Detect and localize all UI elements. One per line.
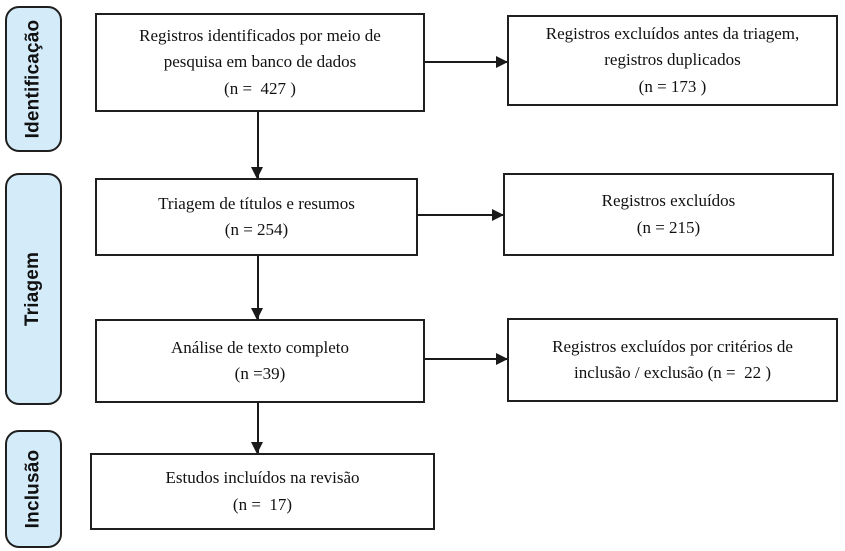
stage-inclusion-label: Inclusão	[22, 449, 44, 529]
box-records-identified-count: (n = 427 )	[224, 78, 296, 98]
box-excluded-duplicates-count: (n = 173 )	[638, 76, 707, 96]
box-studies-included-text: Estudos incluídos na revisão	[165, 468, 360, 488]
stage-identification-label: Identificação	[22, 19, 44, 139]
box-excluded-criteria-text: Registros excluídos por critérios de	[552, 336, 793, 356]
box-excluded-duplicates-text: Registros excluídos antes da triagem,	[545, 23, 800, 43]
stage-inclusion: Inclusão	[5, 430, 62, 548]
box-studies-included: Estudos incluídos na revisão (n = 17)	[90, 453, 435, 530]
arrow-fulltext-to-excluded-criteria	[425, 353, 508, 365]
box-records-excluded-count: (n = 215)	[636, 217, 701, 237]
stage-identification: Identificação	[5, 6, 62, 152]
box-excluded-duplicates-text: registros duplicados	[604, 50, 741, 70]
box-excluded-criteria: Registros excluídos por critérios de inc…	[507, 318, 838, 402]
box-records-excluded-text: Registros excluídos	[601, 191, 736, 211]
box-fulltext-analysis-text: Análise de texto completo	[171, 337, 349, 357]
box-fulltext-analysis-count: (n =39)	[234, 364, 286, 383]
arrow-screening-to-fulltext	[251, 256, 263, 320]
box-excluded-duplicates: Registros excluídos antes da triagem, re…	[507, 15, 838, 106]
arrow-screening-to-records-excluded	[418, 209, 504, 221]
box-fulltext-analysis: Análise de texto completo (n =39)	[95, 319, 425, 403]
box-title-abstract-screening: Triagem de títulos e resumos (n = 254)	[95, 178, 418, 256]
box-records-identified-text: pesquisa em banco de dados	[163, 52, 357, 72]
box-studies-included-count: (n = 17)	[232, 494, 293, 514]
box-title-abstract-screening-text: Triagem de títulos e resumos	[158, 193, 355, 213]
arrow-identified-to-screening	[251, 112, 263, 179]
arrow-identified-to-excluded-duplicates	[425, 56, 508, 68]
arrow-fulltext-to-included	[251, 403, 263, 454]
stage-screening-label: Triagem	[22, 251, 44, 327]
box-records-excluded: Registros excluídos (n = 215)	[503, 173, 834, 256]
box-title-abstract-screening-count: (n = 254)	[224, 220, 289, 239]
box-records-identified: Registros identificados por meio de pesq…	[95, 13, 425, 112]
stage-screening: Triagem	[5, 173, 62, 405]
box-records-identified-text: Registros identificados por meio de	[139, 25, 381, 45]
box-excluded-criteria-text: inclusão / exclusão (n = 22 )	[573, 363, 771, 382]
